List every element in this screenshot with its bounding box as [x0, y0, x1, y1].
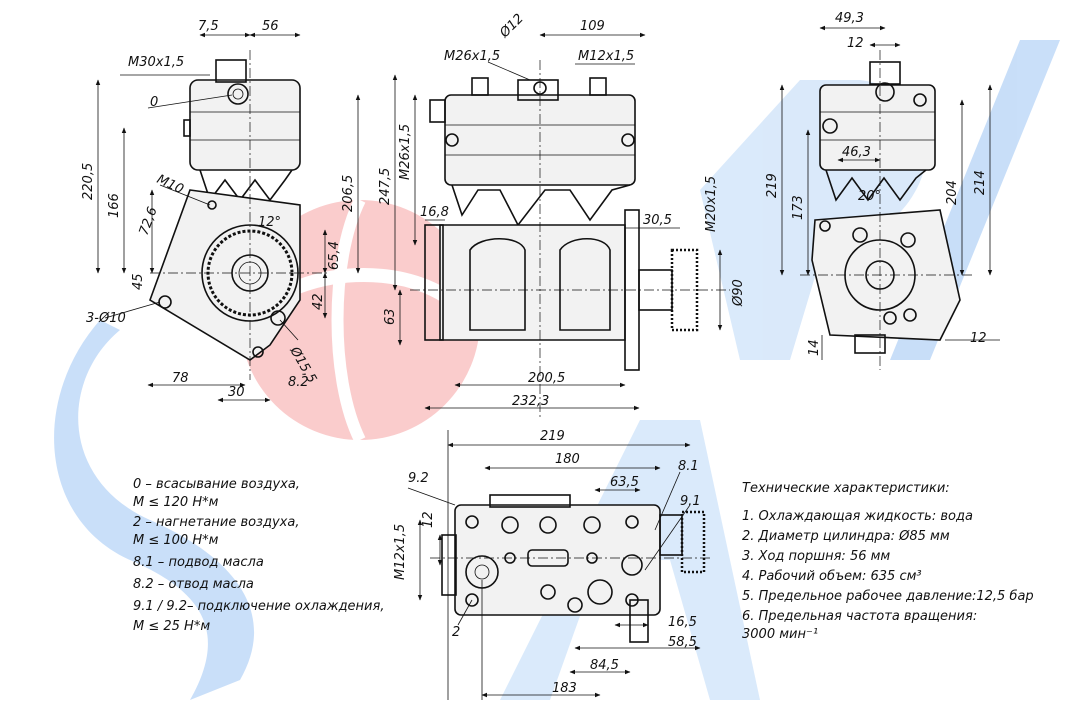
dim-180: 180 [555, 452, 580, 467]
dim-8-2: 8.2 [288, 375, 309, 390]
dim-m12-top: M12x1,5 [578, 49, 634, 64]
dim-247-5: 247,5 [378, 168, 393, 205]
legend-line: 9.1 / 9.2– подключение охлаждения, [133, 599, 385, 614]
dim-m26-side: M26x1,5 [398, 124, 413, 180]
legend-line: 8.2 – отвод масла [133, 577, 254, 592]
watermark-white-arc-2 [331, 197, 366, 443]
dim-58-5: 58,5 [668, 635, 697, 650]
rear-view: 49,3 12 219 173 46,3 20° 204 214 12 14 [765, 11, 1000, 370]
dim-m26-top: M26x1,5 [444, 49, 500, 64]
dim-12-bottom: 12 [421, 511, 436, 528]
dim-84-5: 84,5 [590, 658, 619, 673]
spec-item: 3. Ход поршня: 56 мм [742, 549, 891, 564]
dim-3phi10: 3-Ø10 [86, 311, 126, 326]
legend-line: 0 – всасывание воздуха, [133, 477, 300, 492]
dim-14: 14 [807, 339, 822, 356]
dim-m20: M20x1,5 [704, 176, 719, 232]
dim-9-2: 9.2 [408, 471, 429, 486]
legend-line: M ≤ 100 Н*м [133, 533, 219, 548]
dim-200-5: 200,5 [528, 371, 565, 386]
dim-12-deg: 12° [258, 215, 281, 230]
dim-20-deg: 20° [858, 189, 881, 204]
dim-173: 173 [791, 195, 806, 220]
watermark-blue-s [54, 320, 255, 700]
spec-item: 2. Диаметр цилиндра: Ø85 мм [742, 529, 950, 544]
spec-item: 1. Охлаждающая жидкость: вода [742, 509, 973, 524]
legend-line: 2 – нагнетание воздуха, [133, 515, 300, 530]
dim-49-3: 49,3 [835, 11, 864, 26]
dim-46-3: 46,3 [842, 145, 871, 160]
rear-head [819, 84, 936, 171]
spec-item: 5. Предельное рабочее давление:12,5 бар [742, 589, 1034, 604]
dim-65-4: 65,4 [327, 241, 342, 270]
dim-9-1: 9.1 [680, 494, 701, 509]
dim-12-rear-top: 12 [847, 36, 864, 51]
side-crankcase [439, 224, 626, 341]
dim-219-top: 219 [540, 429, 565, 444]
dim-232-3: 232,3 [512, 394, 549, 409]
dim-220-5: 220,5 [81, 163, 96, 200]
dim-219-rear: 219 [765, 173, 780, 198]
dim-2-port: 2 [452, 625, 460, 640]
spec-item: 6. Предельная частота вращения: [742, 609, 978, 624]
dim-m30: M30x1,5 [128, 55, 184, 70]
specs-title: Технические характеристики: [742, 481, 950, 496]
legend-line: M ≤ 120 Н*м [133, 495, 219, 510]
dim-7-5: 7,5 [198, 19, 219, 34]
spec-item: 3000 мин⁻¹ [742, 627, 819, 642]
legend-line: 8.1 – подвод масла [133, 555, 264, 570]
dim-78: 78 [172, 371, 189, 386]
dim-63-5: 63,5 [610, 475, 639, 490]
dim-16-8: 16,8 [420, 205, 449, 220]
front-head [189, 79, 301, 171]
top-drive-gear [680, 510, 706, 574]
dim-phi12: Ø12 [497, 11, 527, 41]
dim-m10: M10 [154, 172, 186, 197]
dim-12-rear-bottom: 12 [970, 331, 987, 346]
dim-72-6: 72,6 [137, 205, 161, 237]
dim-183: 183 [552, 681, 577, 696]
dim-214: 214 [973, 170, 988, 195]
dim-30-5: 30,5 [643, 213, 672, 228]
dim-166: 166 [107, 193, 122, 218]
dim-56-top: 56 [262, 19, 279, 34]
dim-m12-bottom: M12x1,5 [393, 524, 408, 580]
dim-16-5: 16,5 [668, 615, 697, 630]
dim-206-5: 206,5 [341, 175, 356, 212]
dim-phi90: Ø90 [731, 279, 746, 307]
legend-line: M ≤ 25 Н*м [133, 619, 211, 634]
dim-63: 63 [383, 308, 398, 325]
spec-item: 4. Рабочий объем: 635 см³ [742, 569, 922, 584]
dim-109: 109 [580, 19, 605, 34]
dim-204: 204 [945, 180, 960, 205]
dim-8-1: 8.1 [678, 459, 699, 474]
top-view: 219 180 63,5 8.1 9.2 9.1 M12x1,5 12 2 16… [393, 429, 710, 700]
top-body [454, 504, 661, 616]
dim-0-port: 0 [150, 95, 158, 110]
dim-42: 42 [311, 293, 326, 310]
dim-45: 45 [131, 273, 146, 290]
dim-30: 30 [228, 385, 245, 400]
